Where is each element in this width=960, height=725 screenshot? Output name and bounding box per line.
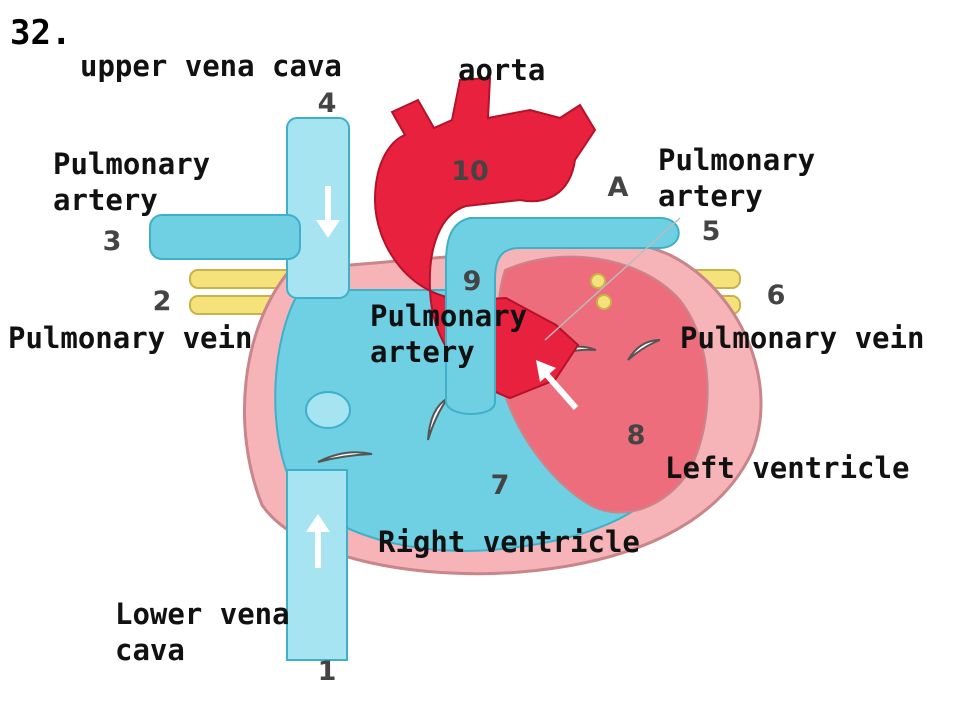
marker-3: 3: [103, 226, 122, 257]
label-pulmonary-vein-left: Pulmonary vein: [8, 321, 253, 355]
marker-1: 1: [318, 656, 337, 687]
pulmonary-vein-opening: [596, 294, 612, 310]
number-markers: 1 2 3 4 5 6 7 8 9 10 A: [103, 88, 786, 687]
question-number: 32.: [10, 13, 72, 53]
pulmonary-artery-left-branch: [149, 214, 301, 260]
arrow-down-icon: [316, 186, 340, 238]
marker-9: 9: [463, 266, 482, 297]
marker-a: A: [608, 172, 629, 203]
arrow-up-icon: [306, 514, 330, 568]
marker-10: 10: [451, 156, 489, 187]
marker-4: 4: [318, 88, 337, 119]
label-aorta: aorta: [458, 53, 546, 87]
blood-flow-arrows: [306, 186, 579, 568]
pointer-line: [544, 217, 681, 341]
aorta-vessel: [373, 76, 597, 400]
marker-6: 6: [767, 280, 786, 311]
arrow-up-left-icon: [536, 360, 579, 410]
pulmonary-trunk-vessel: [445, 217, 680, 415]
label-lower-vena-cava: Lower vena cava: [115, 597, 290, 668]
label-upper-vena-cava: upper vena cava: [80, 49, 342, 83]
label-pulmonary-artery-right: Pulmonary artery: [658, 143, 816, 214]
foramen-ovale: [305, 391, 351, 429]
label-pulmonary-vein-right: Pulmonary vein: [680, 321, 925, 355]
marker-2: 2: [153, 286, 172, 317]
label-pulmonary-artery-left: Pulmonary artery: [53, 147, 211, 218]
upper-vena-cava-vessel: [286, 117, 350, 299]
label-pulmonary-artery-center: Pulmonary artery: [370, 299, 528, 370]
label-right-ventricle: Right ventricle: [378, 525, 640, 559]
marker-8: 8: [627, 420, 646, 451]
label-left-ventricle: Left ventricle: [665, 451, 910, 485]
marker-5: 5: [702, 216, 721, 247]
marker-7: 7: [491, 470, 510, 501]
pulmonary-vein-opening: [590, 273, 606, 289]
